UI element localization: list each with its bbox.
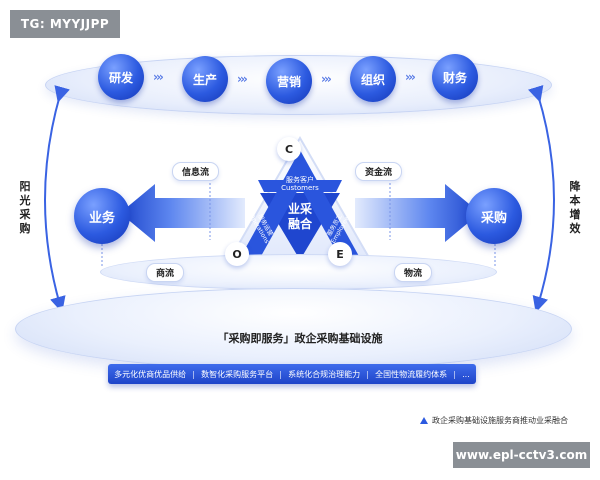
bar-item: ... (462, 369, 470, 379)
node-c: C (277, 137, 301, 161)
bar-item: 多元化优商优品供给 (114, 369, 187, 379)
flow-node-production: 生产 (182, 56, 228, 102)
base-platform (15, 288, 572, 370)
flow-node-organization: 组织 (350, 56, 396, 102)
triangle-top-band (258, 180, 342, 192)
center-text: 业采 融合 (287, 202, 312, 231)
flow-node-rnd: 研发 (98, 54, 144, 100)
capabilities-bar: 多元化优商优品供给 | 数智化采购服务平台 | 系统化合规治理能力 | 全国性物… (108, 364, 476, 384)
left-big-arrow (120, 184, 245, 242)
chevron-right-icon: ››› (153, 70, 164, 84)
node-o: O (225, 242, 249, 266)
left-side-label: 阳 光 采 购 (19, 180, 31, 235)
bar-item: 数智化采购服务平台 (201, 369, 274, 379)
left-arc (44, 85, 70, 313)
pill-capital-flow: 资金流 (355, 162, 403, 181)
pill-logistics-flow: 物流 (394, 263, 433, 282)
tag-label: TG: MYYJJPP (10, 10, 120, 38)
chevron-right-icon: ››› (405, 70, 416, 84)
triangle-icon (420, 417, 428, 424)
flow-node-marketing: 营销 (266, 58, 312, 104)
base-title: 「采购即服务」政企采购基础设施 (217, 332, 383, 345)
bar-item: 系统化合规治理能力 (288, 369, 361, 379)
right-side-label: 降 本 增 效 (569, 180, 581, 235)
procurement-ball: 采购 (466, 188, 522, 244)
business-ball: 业务 (74, 188, 130, 244)
legend: 政企采购基础设施服务商推动业采融合 (420, 415, 568, 426)
triangle-right-edge (300, 150, 360, 258)
chevron-right-icon: ››› (237, 72, 248, 86)
chevron-right-icon: ››› (321, 72, 332, 86)
pill-business-flow: 商流 (146, 263, 185, 282)
watermark: www.epl-cctv3.com (453, 442, 590, 468)
pill-info-flow: 信息流 (172, 162, 220, 181)
triangle-left-edge (240, 150, 300, 258)
right-big-arrow (355, 184, 480, 242)
edge-customers: 服务客户 Customers (281, 176, 319, 192)
node-e: E (328, 242, 352, 266)
bar-item: 全国性物流履约体系 (375, 369, 448, 379)
right-arc (528, 85, 555, 313)
flow-node-finance: 财务 (432, 54, 478, 100)
